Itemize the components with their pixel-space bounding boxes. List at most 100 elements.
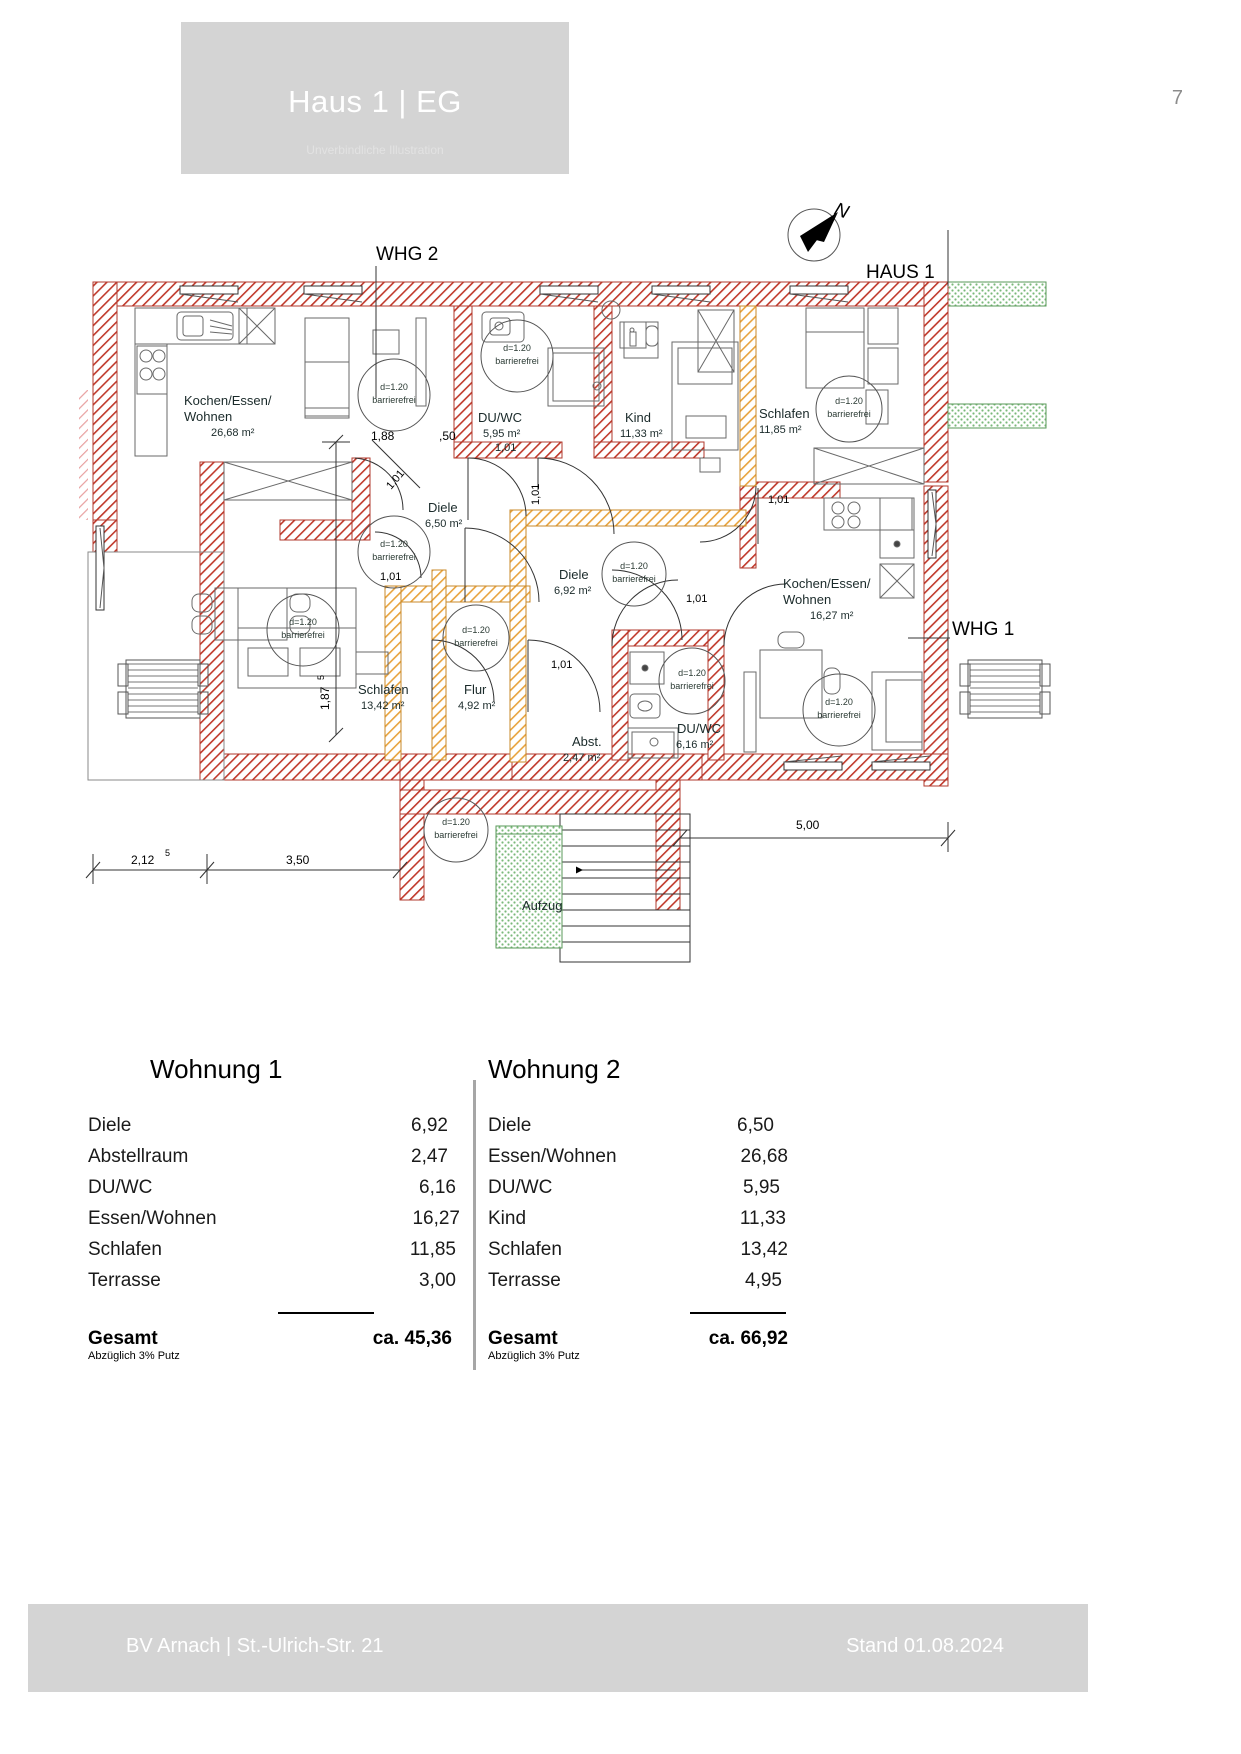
room-label-kochen-1: Kochen/Essen/	[783, 576, 871, 591]
barrier-free-label: d=1.20	[503, 343, 531, 353]
row-label: Schlafen	[88, 1239, 162, 1260]
row-label: Essen/Wohnen	[88, 1208, 217, 1229]
room-area-duwc-1: 6,16 m²	[676, 739, 714, 751]
row-value: 11,85	[409, 1239, 456, 1260]
room-label-schlafen-1: Schlafen	[358, 682, 409, 697]
room-area-diele-1: 6,92 m²	[554, 585, 592, 597]
row-label: DU/WC	[88, 1177, 153, 1198]
row-label: Essen/Wohnen	[488, 1146, 617, 1167]
total-value: ca. 66,92	[708, 1328, 788, 1349]
apartment-2-rows: Diele 6,50 Essen/Wohnen 26,68 DU/WC 5,95…	[488, 1115, 788, 1301]
room-area-duwc-2: 5,95 m²	[483, 428, 521, 440]
table-row: Essen/Wohnen 26,68	[488, 1146, 788, 1177]
apartment-2-total: Gesamt Abzüglich 3% Putz ca. 66,92	[488, 1328, 788, 1368]
table-row: Terrasse 4,95	[488, 1270, 788, 1301]
dim-2-125-sup: 5	[165, 848, 170, 858]
dim-1-01: 1,01	[530, 484, 542, 505]
barrier-free-label: barrierefrei	[281, 630, 325, 640]
callout-whg2: WHG 2	[376, 244, 438, 265]
barrier-free-label: barrierefrei	[817, 710, 861, 720]
room-area-diele-2: 6,50 m²	[425, 518, 463, 530]
dim-1-01: 1,01	[380, 571, 401, 583]
room-label-abst: Abst.	[572, 734, 602, 749]
table-row: Schlafen 11,85	[88, 1239, 460, 1270]
table-row: DU/WC 5,95	[488, 1177, 788, 1208]
row-label: Terrasse	[488, 1270, 561, 1291]
header-band: Haus 1 | EG Unverbindliche Illustration	[181, 22, 569, 174]
barrier-free-label: d=1.20	[380, 382, 408, 392]
apartment-tables: Wohnung 1 Diele 6,92 Abstellraum 2,47 DU…	[88, 1040, 788, 1370]
room-area-schlafen-1: 13,42 m²	[361, 700, 405, 712]
footer-date: Stand 01.08.2024	[846, 1635, 1004, 1657]
row-label: Diele	[488, 1115, 532, 1136]
barrier-free-label: d=1.20	[289, 617, 317, 627]
barrier-free-label: d=1.20	[380, 539, 408, 549]
barrier-free-label: barrierefrei	[827, 409, 871, 419]
dim-1-875-sup: 5	[316, 675, 326, 680]
dim-0-50: ,50	[439, 429, 456, 443]
sum-rule	[278, 1312, 374, 1314]
sum-rule	[690, 1312, 786, 1314]
room-label-wohnen-2: Wohnen	[184, 409, 232, 424]
barrier-free-label: d=1.20	[442, 817, 470, 827]
dim-5-00: 5,00	[796, 818, 820, 832]
room-label-aufzug: Aufzug	[522, 898, 562, 913]
room-area-flur: 4,92 m²	[458, 700, 496, 712]
row-value: 3,00	[419, 1270, 456, 1291]
row-label: Kind	[488, 1208, 527, 1229]
room-area-abst: 2,47 m²	[563, 752, 601, 764]
room-label-duwc-2: DU/WC	[478, 410, 522, 425]
row-label: DU/WC	[488, 1177, 553, 1198]
room-label-duwc-1: DU/WC	[677, 721, 721, 736]
duwc-2-width: 1,01	[495, 442, 516, 454]
table-row: Diele 6,50	[488, 1115, 788, 1146]
table-row: Kind 11,33	[488, 1208, 788, 1239]
total-label: Gesamt	[488, 1328, 558, 1349]
row-value: 6,50	[737, 1115, 774, 1136]
row-value: 6,16	[419, 1177, 456, 1198]
row-value: 16,27	[412, 1208, 460, 1229]
apartment-column-1: Wohnung 1 Diele 6,92 Abstellraum 2,47 DU…	[88, 1040, 460, 1362]
barrier-free-label: barrierefrei	[612, 574, 656, 584]
dim-2-125: 2,12	[131, 853, 155, 867]
room-area-kochen-1: 16,27 m²	[810, 610, 854, 622]
barrier-free-label: barrierefrei	[670, 681, 714, 691]
row-value: 4,95	[745, 1270, 782, 1291]
page-title: Haus 1 | EG	[288, 84, 462, 119]
barrier-free-label: barrierefrei	[454, 638, 498, 648]
barrier-free-label: d=1.20	[835, 396, 863, 406]
room-label-diele-1: Diele	[559, 567, 589, 582]
table-row: Essen/Wohnen 16,27	[88, 1208, 460, 1239]
row-value: 2,47	[411, 1146, 448, 1167]
north-arrow: N	[787, 199, 852, 262]
room-area-kind: 11,33 m²	[620, 428, 663, 440]
apartment-1-rows: Diele 6,92 Abstellraum 2,47 DU/WC 6,16 E…	[88, 1115, 460, 1301]
total-label: Gesamt	[88, 1328, 158, 1349]
room-area-schlafen-2: 11,85 m²	[759, 424, 802, 436]
row-label: Terrasse	[88, 1270, 161, 1291]
barrier-free-label: barrierefrei	[372, 552, 416, 562]
row-value: 11,33	[739, 1208, 786, 1229]
room-area-kochen-2: 26,68 m²	[211, 427, 255, 439]
room-label-wohnen-1: Wohnen	[783, 592, 831, 607]
apartment-column-2: Wohnung 2 Diele 6,50 Essen/Wohnen 26,68 …	[488, 1040, 788, 1362]
barrier-free-label: barrierefrei	[434, 830, 478, 840]
row-label: Diele	[88, 1115, 132, 1136]
north-label: N	[831, 199, 851, 224]
row-label: Schlafen	[488, 1239, 562, 1260]
table-row: Terrasse 3,00	[88, 1270, 460, 1301]
barrier-free-label: d=1.20	[620, 561, 648, 571]
row-value: 6,92	[411, 1115, 448, 1136]
dim-3-50: 3,50	[286, 853, 310, 867]
table-row: Abstellraum 2,47	[88, 1146, 460, 1177]
header-subtitle: Unverbindliche Illustration	[306, 143, 444, 157]
footer-band: BV Arnach | St.-Ulrich-Str. 21 Stand 01.…	[28, 1604, 1088, 1692]
total-note: Abzüglich 3% Putz	[88, 1350, 180, 1362]
dim-1-875: 1,87	[318, 686, 332, 710]
barrier-free-label: barrierefrei	[495, 356, 539, 366]
row-label: Abstellraum	[88, 1146, 189, 1167]
table-row: Diele 6,92	[88, 1115, 460, 1146]
table-divider	[473, 1080, 476, 1370]
total-note: Abzüglich 3% Putz	[488, 1350, 580, 1362]
footer-project: BV Arnach | St.-Ulrich-Str. 21	[126, 1635, 384, 1657]
